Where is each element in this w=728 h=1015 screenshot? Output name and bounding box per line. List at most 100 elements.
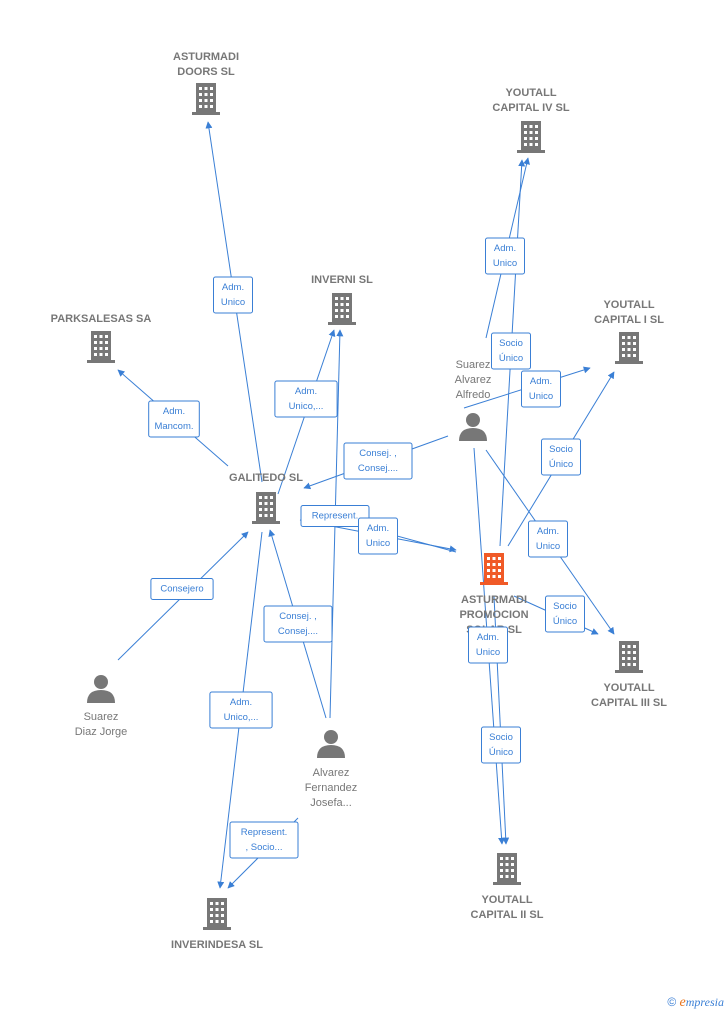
brand-footer: © empresia	[667, 995, 724, 1011]
node-label: Alvarez	[455, 374, 492, 386]
building-icon	[480, 553, 508, 585]
node-label: CAPITAL II SL	[471, 909, 544, 921]
edge-label-text: Adm.	[477, 632, 499, 643]
edge-label-box[interactable]: Adm.Unico	[213, 276, 253, 314]
edge-label-text: Socio	[489, 732, 513, 743]
edge-label-frame	[209, 691, 273, 729]
node-label: Diaz Jorge	[75, 726, 128, 738]
edge-label-text: Unico,...	[289, 401, 324, 412]
person-node[interactable]: AlvarezFernandezJosefa...	[305, 730, 358, 809]
node-label: CAPITAL I SL	[594, 314, 664, 326]
person-icon	[459, 413, 487, 441]
company-node[interactable]: YOUTALL CAPITAL I SL	[594, 299, 664, 364]
edge-label-frame	[545, 595, 585, 633]
edge-label-text: Único	[499, 353, 523, 364]
node-label: Suarez	[456, 359, 491, 371]
edge-label-text: Adm.	[222, 282, 244, 293]
edge-label-text: Unico	[476, 647, 500, 658]
building-icon	[517, 121, 545, 153]
edge-label-box[interactable]: Represent.	[300, 505, 370, 527]
edge-label-box[interactable]: Adm. Unico,...	[209, 691, 273, 729]
brand-logo-initial: e	[679, 995, 686, 1010]
edge-label-box[interactable]: Consej. , Consej....	[263, 605, 333, 643]
company-node[interactable]: YOUTALL CAPITAL IV SL	[492, 87, 570, 153]
edge-label-box[interactable]: Consejero	[150, 578, 214, 600]
edge-label-text: Único	[549, 459, 573, 470]
node-label: ASTURMADI	[173, 51, 239, 63]
edge-label-frame	[491, 332, 531, 370]
edge-label-text: Unico	[493, 258, 517, 269]
nodes: ASTURMADI DOORS SL YOUTALL CAPITAL IV SL INV…	[51, 51, 668, 951]
edge-label-frame	[148, 400, 200, 438]
person-icon	[317, 730, 345, 758]
edge-labels: Adm.UnicoAdm.Mancom.Adm.Unico,...Consej.…	[148, 237, 585, 859]
edge-label-box[interactable]: Adm. Unico	[521, 370, 561, 408]
node-label: PARKSALESAS SA	[51, 313, 152, 325]
edge-label-frame	[358, 517, 398, 555]
node-label: Alvarez	[313, 767, 350, 779]
node-label: YOUTALL	[505, 87, 556, 99]
edge-label-frame	[481, 726, 521, 764]
edge-label-text: Socio	[499, 338, 523, 349]
node-label: YOUTALL	[603, 682, 654, 694]
edge-label-text: Consej. ,	[359, 448, 397, 459]
company-node[interactable]: INVERINDESA SL	[171, 898, 263, 951]
node-label: YOUTALL	[603, 299, 654, 311]
building-icon	[615, 641, 643, 673]
node-label: PROMOCION	[459, 609, 528, 621]
edge-label-text: Unico	[529, 391, 553, 402]
edge-label-box[interactable]: Represent. , Socio...	[229, 821, 299, 859]
building-icon	[203, 898, 231, 930]
edge-label-box[interactable]: Adm.Unico	[485, 237, 525, 275]
brand-logo-text: mpresia	[685, 995, 724, 1009]
edge-label-box[interactable]: Consej. ,Consej....	[343, 442, 413, 480]
edge-label-frame	[468, 626, 508, 664]
company-node[interactable]: GALITEDO SL	[229, 472, 303, 524]
company-node[interactable]: PARKSALESAS SA	[51, 313, 152, 363]
company-node[interactable]: INVERNI SL	[311, 274, 373, 325]
edge-label-text: Adm.	[295, 386, 317, 397]
edge-label-frame	[485, 237, 525, 275]
node-label: Alfredo	[456, 389, 491, 401]
edge-label-text: , Socio...	[246, 842, 283, 853]
building-icon	[328, 293, 356, 325]
edge-label-text: Adm.	[367, 523, 389, 534]
edge-label-box[interactable]: Adm.Unico	[528, 520, 568, 558]
edge-label-text: Consej. ,	[279, 611, 317, 622]
edge-label-text: Adm.	[537, 526, 559, 537]
edge-label-frame	[274, 380, 338, 418]
node-label: CAPITAL IV SL	[492, 102, 569, 114]
company-node[interactable]: ASTURMADIPROMOCIONSOLAR SL	[459, 553, 529, 636]
edge-label-box[interactable]: Adm. Unico	[468, 626, 508, 664]
edge-label-box[interactable]: Adm.Unico	[358, 517, 398, 555]
edge-label-box[interactable]: Adm.Mancom.	[148, 400, 200, 438]
node-label: INVERINDESA SL	[171, 939, 263, 951]
edge-label-text: Socio	[549, 444, 573, 455]
node-label: DOORS SL	[177, 66, 235, 78]
building-icon	[192, 83, 220, 115]
edge-label-frame	[263, 605, 333, 643]
edge-label-text: Adm.	[230, 697, 252, 708]
edge-label-frame	[300, 505, 370, 527]
edge-label-text: Represent.	[241, 827, 287, 838]
copyright-icon: ©	[667, 995, 677, 1009]
node-label: Fernandez	[305, 782, 358, 794]
edge-label-text: Consejero	[160, 584, 203, 595]
building-icon	[493, 853, 521, 885]
node-label: Suarez	[84, 711, 119, 723]
company-node[interactable]: ASTURMADI DOORS SL	[173, 51, 239, 115]
node-label: Josefa...	[310, 797, 352, 809]
edge-label-text: Adm.	[530, 376, 552, 387]
node-label: INVERNI SL	[311, 274, 373, 286]
edge-label-text: Consej....	[278, 626, 318, 637]
edge-label-text: Unico,...	[224, 712, 259, 723]
edge-label-box[interactable]: Adm. Unico,...	[274, 380, 338, 418]
